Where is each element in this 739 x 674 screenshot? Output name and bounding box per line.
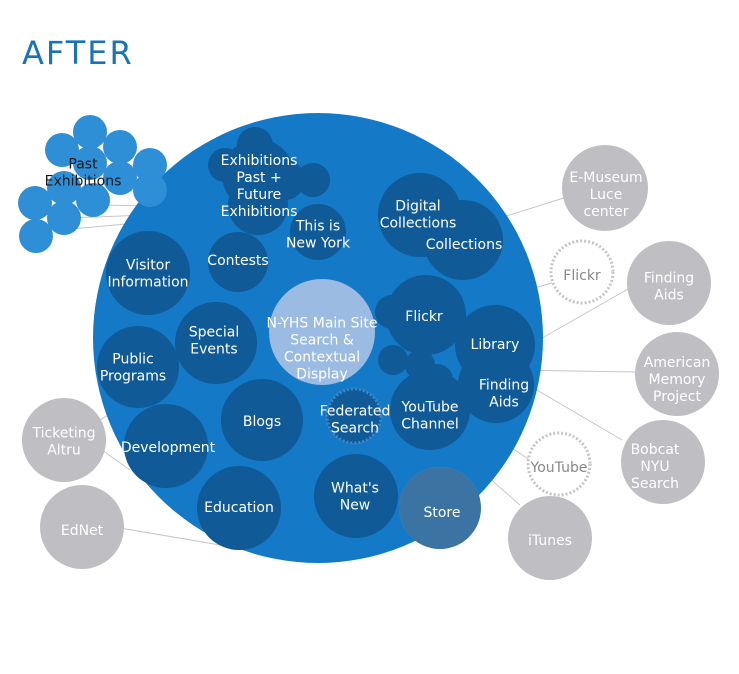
connector-line [119,527,221,546]
label-flickr-inner: Flickr [405,309,443,325]
node-itunes [508,496,592,580]
cluster-bubble [133,148,167,182]
cluster-bubble [45,133,79,167]
label-store: Store [423,505,460,521]
connector-line [499,195,571,219]
node-collections [423,200,503,280]
inner-bubble [396,316,432,352]
node-finding-aids-inner [458,347,534,423]
label-flickr-outer: Flickr [563,268,601,284]
node-ticketing [22,398,106,482]
cluster-bubble [73,115,107,149]
label-education: Education [204,500,274,516]
node-whats-new [314,454,398,538]
node-federated-search [325,387,383,445]
cluster-bubble [103,161,137,195]
page-title: AFTER [22,34,134,72]
label-itunes: iTunes [528,533,572,549]
node-store [399,467,481,549]
label-development: Development [121,440,216,456]
cluster-bubble [76,183,110,217]
inner-bubble [208,148,242,182]
cluster-bubble [133,173,167,207]
label-library: Library [471,337,520,353]
inner-bubble [378,345,408,375]
label-blogs: Blogs [243,414,281,430]
label-youtube-outer: YouTube [530,460,588,476]
node-public-programs [97,326,179,408]
node-youtube-channel [390,370,470,450]
node-education [197,466,281,550]
inner-bubble [296,163,330,197]
inner-bubble [265,160,305,200]
label-collections: Collections [426,237,503,253]
node-this-is-new-york [290,204,346,260]
cluster-bubble [19,219,53,253]
node-development [124,404,208,488]
node-main-site [269,279,375,385]
cluster-bubble [47,201,81,235]
label-contests: Contests [207,253,268,269]
inner-bubble [407,284,439,316]
node-blogs [221,379,303,461]
label-ednet: EdNet [61,523,104,539]
node-youtube-outer [526,431,592,497]
node-contests [208,232,268,292]
node-ednet [40,485,124,569]
cluster-bubble [47,171,81,205]
inner-bubble [375,295,409,329]
cluster-bubble [18,186,52,220]
inner-bubble [487,317,523,353]
connector-line [519,379,623,441]
node-special-events [175,302,257,384]
inner-bubble [421,364,453,396]
node-american-memory [635,332,719,416]
cluster-bubble [103,130,137,164]
node-e-museum [562,145,648,231]
node-visitor-information [106,231,190,315]
connector-line [529,284,636,346]
node-bobcat [621,420,705,504]
cluster-bubble [73,146,107,180]
label-exhibitions: Exhibitions [221,153,298,169]
node-finding-aids-outer [627,241,711,325]
node-flickr-outer [549,239,615,305]
